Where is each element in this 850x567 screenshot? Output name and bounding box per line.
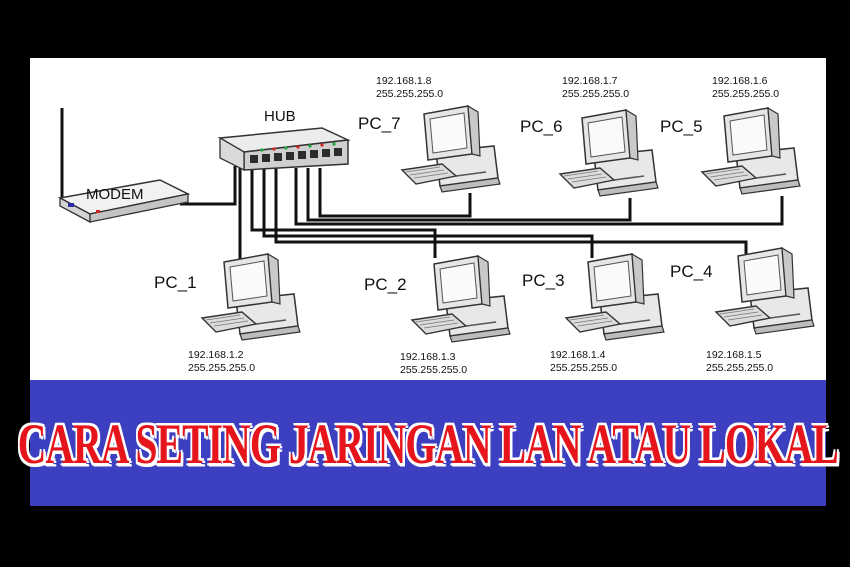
- pc-5: 192.168.1.6 255.255.255.0 PC_5: [660, 75, 801, 195]
- pc-7-ip: 192.168.1.8: [376, 75, 432, 87]
- pc-3-mask: 255.255.255.0: [550, 362, 617, 374]
- cable-pc3: [262, 168, 594, 258]
- pc-6-mask: 255.255.255.0: [562, 88, 629, 100]
- pc-1-ip: 192.168.1.2: [188, 349, 244, 361]
- banner-title: CARA SETING JARINGAN LAN ATAU LOKAL: [17, 411, 839, 475]
- pc-6-ip: 192.168.1.7: [562, 75, 618, 87]
- pc-5-ip: 192.168.1.6: [712, 75, 768, 87]
- pc-3-label: PC_3: [522, 271, 565, 290]
- computer-icon: [401, 105, 501, 193]
- pc-3-ip: 192.168.1.4: [550, 349, 606, 361]
- cable-pc2: [250, 168, 437, 258]
- network-cables: [180, 166, 784, 290]
- cable-pc5: [294, 168, 784, 226]
- diagram-svg: MODEM HUB: [57, 75, 815, 376]
- pc-2-ip: 192.168.1.3: [400, 351, 456, 363]
- network-diagram: MODEM HUB: [30, 58, 826, 380]
- pc-7: 192.168.1.8 255.255.255.0 PC_7: [358, 75, 501, 193]
- pc-6: 192.168.1.7 255.255.255.0 PC_6: [520, 75, 659, 197]
- image-frame: MODEM HUB: [18, 58, 839, 506]
- pc-6-label: PC_6: [520, 117, 563, 136]
- pc-7-mask: 255.255.255.0: [376, 88, 443, 100]
- pc-4: PC_4 192.168.1.5 255.255.255.0: [670, 247, 815, 374]
- pc-2: PC_2 192.168.1.3 255.255.255.0: [364, 255, 511, 376]
- modem-label: MODEM: [86, 186, 144, 203]
- computer-icon: [565, 253, 665, 341]
- pc-3: PC_3 192.168.1.4 255.255.255.0: [522, 253, 665, 374]
- pc-2-label: PC_2: [364, 275, 407, 294]
- cable-pc4: [274, 168, 748, 254]
- title-banner: CARA SETING JARINGAN LAN ATAU LOKAL: [18, 380, 839, 506]
- computer-icon: [715, 247, 815, 335]
- hub-label: HUB: [264, 108, 296, 125]
- pc-1-label: PC_1: [154, 273, 197, 292]
- computer-icon: [559, 109, 659, 197]
- computer-icon: [701, 107, 801, 195]
- pc-1-mask: 255.255.255.0: [188, 362, 255, 374]
- computer-icon: [411, 255, 511, 343]
- pc-4-ip: 192.168.1.5: [706, 349, 762, 361]
- pc-1: PC_1 192.168.1.2 255.255.255.0: [154, 253, 301, 374]
- cable-modem-hub: [180, 166, 237, 206]
- pc-5-mask: 255.255.255.0: [712, 88, 779, 100]
- pc-7-label: PC_7: [358, 114, 401, 133]
- modem-device: MODEM: [57, 179, 191, 224]
- hub-device: HUB: [217, 108, 351, 172]
- computer-icon: [201, 253, 301, 341]
- pc-4-label: PC_4: [670, 262, 713, 281]
- pc-2-mask: 255.255.255.0: [400, 364, 467, 376]
- pc-5-label: PC_5: [660, 117, 703, 136]
- cable-pc6: [306, 168, 632, 222]
- pc-4-mask: 255.255.255.0: [706, 362, 773, 374]
- cable-pc7: [318, 168, 472, 218]
